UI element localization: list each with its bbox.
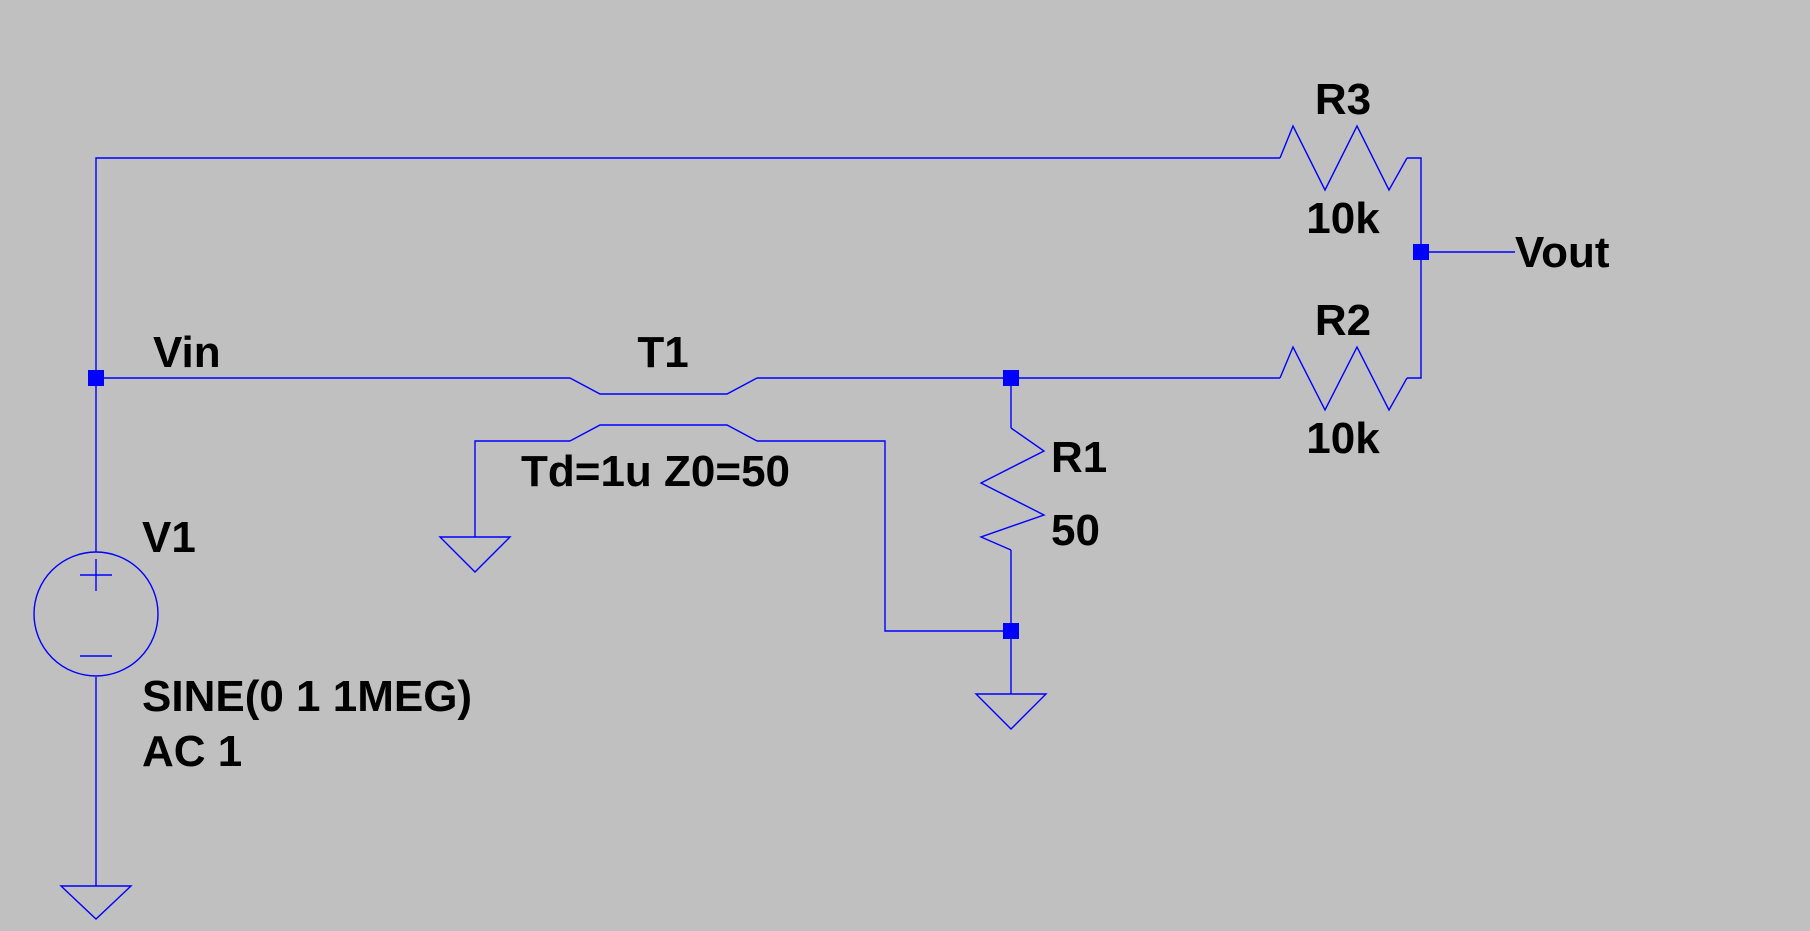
resistor-r2-symbol[interactable]: [1279, 345, 1408, 412]
voltage-source-v1-symbol[interactable]: [33, 551, 159, 677]
resistor-r3-symbol[interactable]: [1279, 124, 1408, 192]
r1-value-label: 50: [1051, 506, 1100, 555]
r2-value-label: 10k: [1306, 414, 1380, 463]
v1-name-label: V1: [142, 513, 196, 562]
ground-icon-t1: [438, 536, 512, 573]
v1-value-line1-label: SINE(0 1 1MEG): [142, 672, 472, 721]
r1-name-label: R1: [1051, 433, 1107, 482]
wire-t1-return-gnd[interactable]: [474, 440, 570, 537]
wire-r2-right[interactable]: [1407, 252, 1422, 379]
ground-icon-v1: [59, 885, 133, 920]
junction-r1-top: [1003, 370, 1019, 386]
wire-r3-right[interactable]: [1407, 157, 1422, 252]
junction-r1-bottom: [1003, 623, 1019, 639]
net-vin-label: Vin: [153, 328, 221, 377]
t1-name-label: T1: [637, 328, 688, 377]
junction-vin: [88, 370, 104, 386]
wire-t1-return-r1[interactable]: [757, 440, 1011, 632]
r2-name-label: R2: [1315, 296, 1371, 345]
r3-value-label: 10k: [1306, 194, 1380, 243]
junction-vout: [1413, 244, 1429, 260]
v1-value-line2-label: AC 1: [142, 727, 242, 776]
resistor-r1-symbol[interactable]: [979, 427, 1046, 551]
junctions: [88, 244, 1429, 639]
ground-icon-r1: [974, 693, 1048, 730]
net-vout-label: Vout: [1515, 228, 1610, 277]
wire-top[interactable]: [95, 157, 1280, 378]
t1-value-label: Td=1u Z0=50: [521, 447, 790, 496]
transmission-line-t1-symbol[interactable]: [569, 377, 758, 442]
r3-name-label: R3: [1315, 75, 1371, 124]
wires: [95, 157, 1515, 886]
